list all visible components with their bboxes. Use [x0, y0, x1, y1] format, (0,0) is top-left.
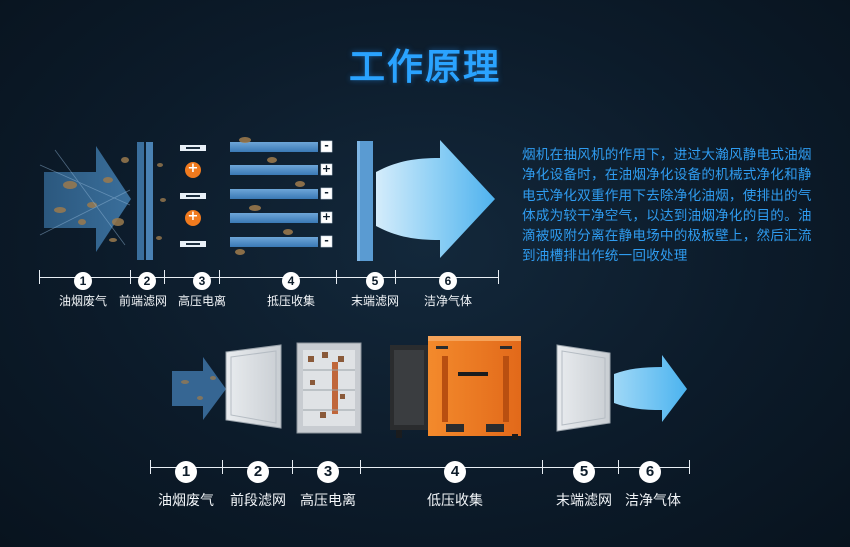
step-number: 4 [282, 272, 300, 290]
step-number: 3 [193, 272, 211, 290]
plate-sign: - [324, 234, 329, 247]
step-label: 末端滤网 [350, 294, 400, 308]
ionizer-unit [296, 342, 362, 434]
step-label: 末端滤网 [556, 493, 612, 509]
page-title: 工作原理 [348, 47, 501, 88]
ionization-section [180, 145, 206, 247]
step-label: 洁净气体 [423, 294, 473, 308]
step-label: 前端滤网 [118, 294, 168, 308]
step-label: 油烟废气 [58, 294, 108, 308]
step-number: 5 [366, 272, 384, 290]
step-label: 高压电离 [177, 294, 227, 308]
ion-sign: + [187, 161, 199, 176]
ion-plus-icon [185, 210, 201, 226]
end-filter-unit [556, 344, 611, 432]
bottom-smoke-arrow [172, 357, 226, 420]
step-number: 5 [573, 461, 595, 483]
top-step-scale [39, 270, 499, 284]
step-number: 6 [439, 272, 457, 290]
step-number: 1 [175, 461, 197, 483]
plate-sign: - [324, 186, 329, 199]
step-number: 1 [74, 272, 92, 290]
plate-sign: + [321, 162, 332, 175]
ion-sign: + [187, 209, 199, 224]
end-filter-panel [357, 141, 373, 261]
smoke-intake-arrow [39, 146, 131, 252]
principle-description: 烟机在抽风机的作用下，进过大瀚风静电式油烟净化设备时，在油烟净化设备的机械式净化… [522, 147, 812, 265]
front-filter-unit [225, 344, 282, 429]
plate-sign: - [324, 139, 329, 152]
ion-plus-icon [185, 162, 201, 178]
bottom-step-scale [150, 460, 690, 474]
step-label: 高压电离 [300, 493, 356, 509]
step-label: 低压收集 [427, 493, 483, 509]
plate-sign: + [321, 210, 332, 223]
step-label: 油烟废气 [158, 493, 214, 509]
step-label: 抵压收集 [266, 294, 316, 308]
bottom-clean-arrow [614, 355, 687, 422]
front-filter-panel [137, 142, 166, 260]
step-number: 2 [247, 461, 269, 483]
step-label: 前段滤网 [230, 493, 286, 509]
step-number: 4 [444, 461, 466, 483]
clean-air-arrow [376, 140, 495, 258]
collection-plates [230, 137, 333, 255]
step-label: 洁净气体 [625, 493, 681, 509]
collector-housing-unit [390, 336, 521, 440]
step-number: 3 [317, 461, 339, 483]
step-number: 6 [639, 461, 661, 483]
step-number: 2 [138, 272, 156, 290]
